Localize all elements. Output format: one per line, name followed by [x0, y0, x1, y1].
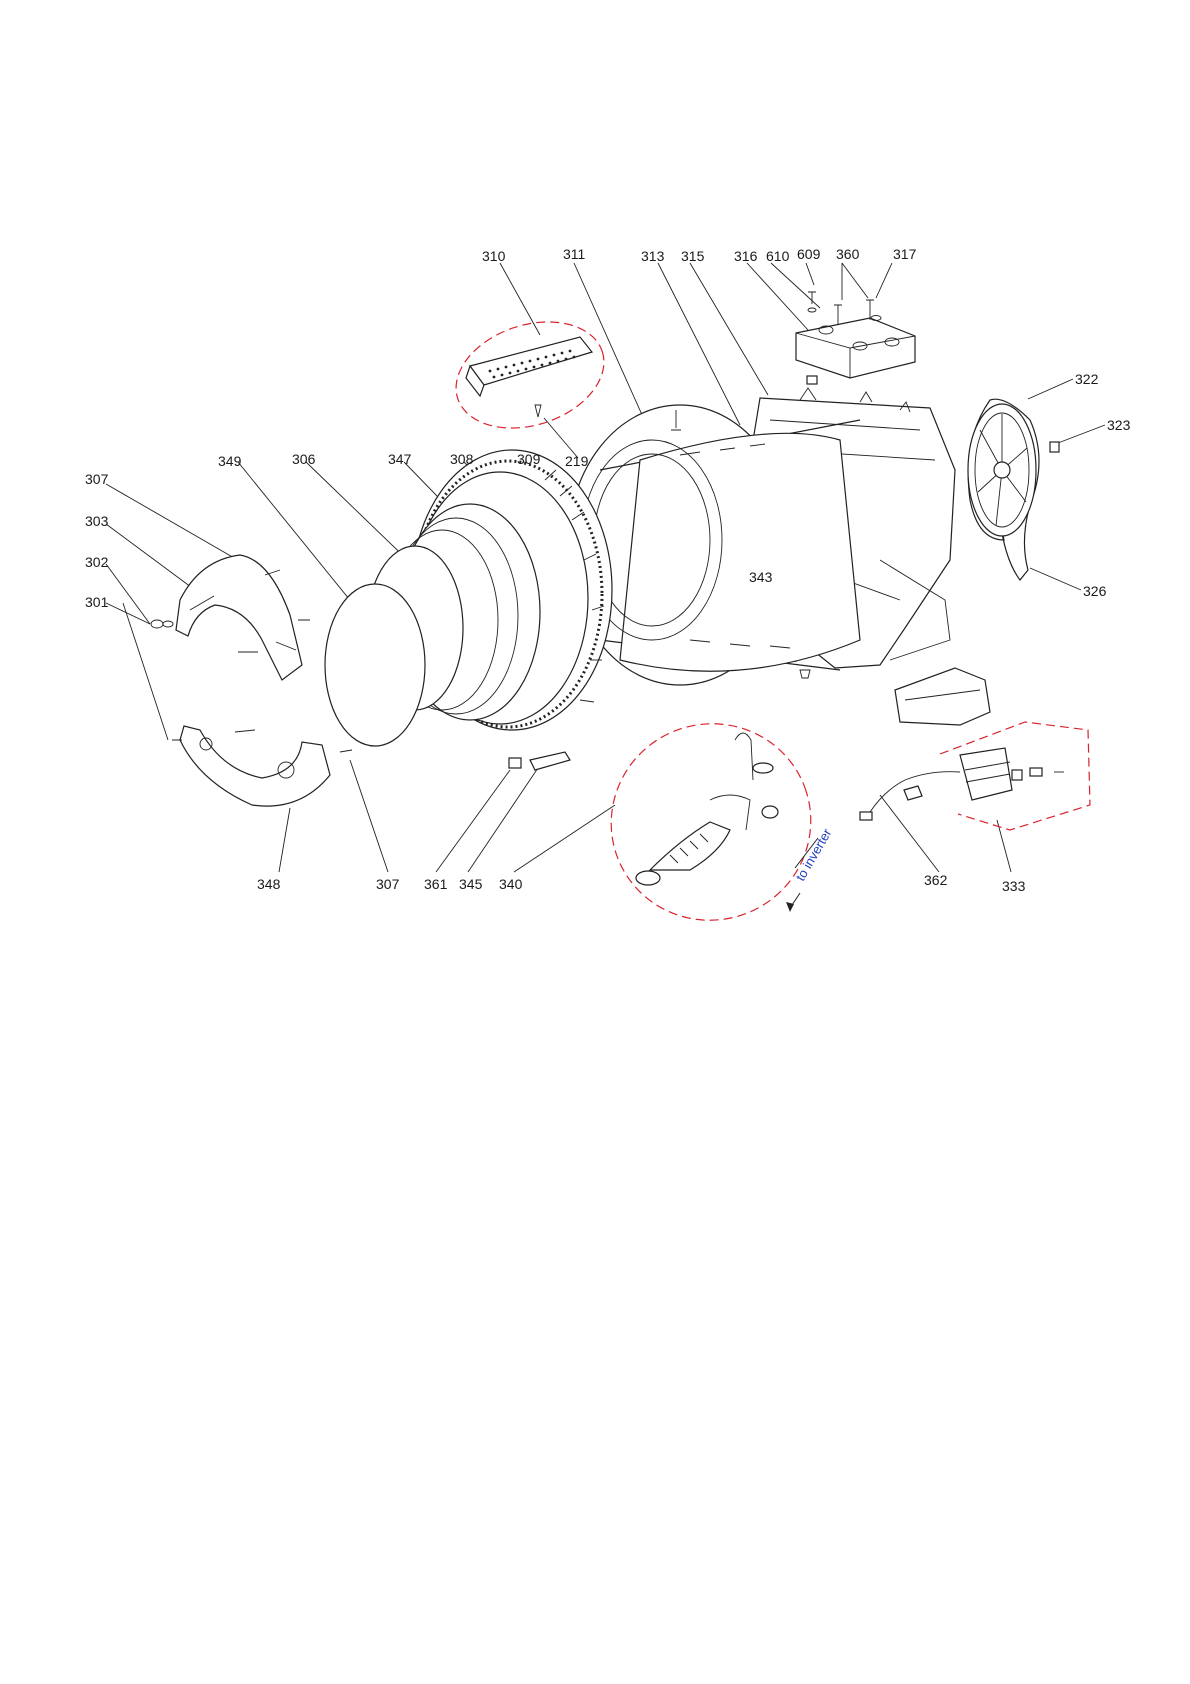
part-number-labels: 310 311 313 315 316 610 609 360 317 322 …: [85, 246, 1131, 894]
label-310: 310: [482, 248, 506, 264]
label-307-top: 307: [85, 471, 109, 487]
label-362: 362: [924, 872, 948, 888]
tub-assembly: [567, 387, 956, 686]
drain-pump-333: [859, 747, 1064, 821]
label-349: 349: [218, 453, 242, 469]
small-parts: [508, 669, 811, 771]
label-609: 609: [797, 246, 821, 262]
highlight-groups: [455, 321, 1091, 921]
lower-cover: [894, 667, 991, 726]
label-361: 361: [424, 876, 448, 892]
to-inverter-text: to inverter: [793, 825, 835, 883]
label-317: 317: [893, 246, 917, 262]
label-309: 309: [517, 451, 541, 467]
pulley-322: [967, 398, 1060, 581]
label-313: 313: [641, 248, 665, 264]
label-301: 301: [85, 594, 109, 610]
label-326: 326: [1083, 583, 1107, 599]
label-347: 347: [388, 451, 412, 467]
label-322: 322: [1075, 371, 1099, 387]
label-316: 316: [734, 248, 758, 264]
label-303: 303: [85, 513, 109, 529]
label-610: 610: [766, 248, 790, 264]
sump-hose-340: [635, 732, 779, 886]
label-360: 360: [836, 246, 860, 262]
label-315: 315: [681, 248, 705, 264]
label-219: 219: [565, 453, 589, 469]
label-306: 306: [292, 451, 316, 467]
to-inverter-annotation: to inverter: [786, 825, 835, 912]
label-311: 311: [563, 246, 586, 262]
label-308: 308: [450, 451, 474, 467]
label-302: 302: [85, 554, 109, 570]
label-323: 323: [1107, 417, 1131, 433]
door-gasket-group: [324, 449, 613, 747]
counterweight-303: [150, 554, 310, 681]
label-307-bottom: 307: [376, 876, 400, 892]
top-bracket-316: [795, 291, 916, 385]
label-333: 333: [1002, 878, 1026, 894]
label-345: 345: [459, 876, 483, 892]
label-343: 343: [749, 569, 773, 585]
label-340: 340: [499, 876, 523, 892]
label-348: 348: [257, 876, 281, 892]
spray-bar-310: [465, 336, 594, 418]
counterweight-348: [172, 725, 353, 807]
